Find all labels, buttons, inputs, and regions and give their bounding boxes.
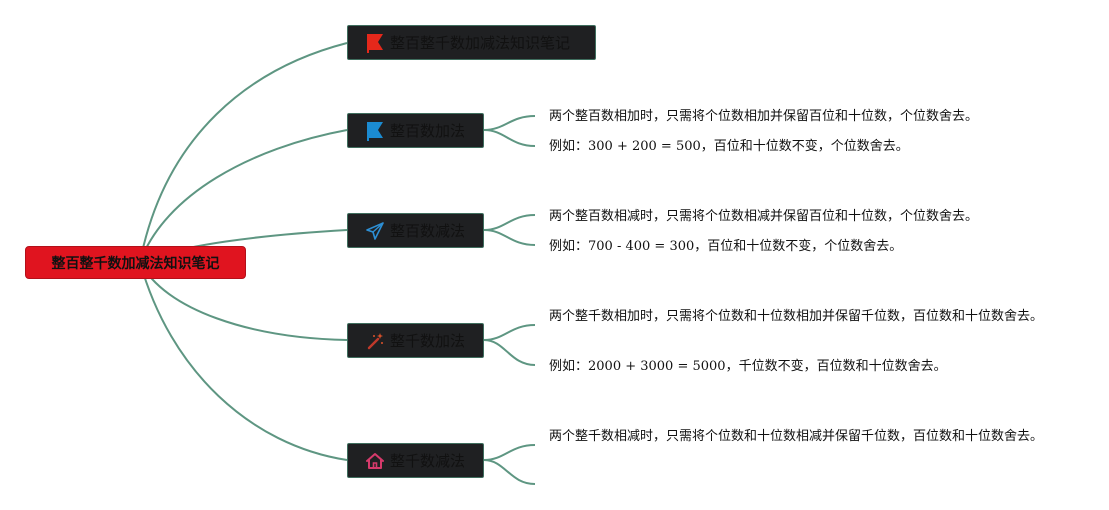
magic-wand-icon	[364, 330, 386, 352]
blue-flag-icon	[364, 120, 386, 142]
topic-label: 整千数减法	[390, 452, 466, 470]
topic-subtraction-thousands[interactable]: 整千数减法	[347, 443, 484, 478]
topic-title-node[interactable]: 整百整千数加减法知识笔记	[347, 25, 596, 60]
connector-root-topic-4	[139, 261, 348, 341]
note-addition-hundreds-rule: 两个整百数相加时，只需将个位数相加并保留百位和十位数，个位数舍去。	[549, 109, 979, 124]
connector-topic-3-note-2	[483, 229, 536, 246]
connector-root-topic-5	[139, 261, 348, 461]
house-icon	[364, 450, 386, 472]
connector-topic-5-note-2	[483, 459, 536, 485]
root-node[interactable]: 整百整千数加减法知识笔记	[25, 246, 246, 279]
topic-addition-hundreds[interactable]: 整百数加法	[347, 113, 484, 148]
topic-subtraction-hundreds[interactable]: 整百数减法	[347, 213, 484, 248]
connector-topic-2-note-1	[483, 115, 536, 131]
topic-label: 整百整千数加减法知识笔记	[390, 34, 571, 52]
connector-root-topic-1	[139, 42, 348, 263]
note-subtraction-hundreds-rule: 两个整百数相减时，只需将个位数相减并保留百位和十位数，个位数舍去。	[549, 209, 979, 224]
note-addition-thousands-rule: 两个整千数相加时，只需将个位数和十位数相加并保留千位数，百位数和十位数舍去。	[549, 309, 1044, 324]
paper-plane-icon	[364, 220, 386, 242]
connector-topic-3-note-1	[483, 214, 536, 231]
connector-topic-2-note-2	[483, 129, 536, 147]
note-addition-hundreds-example: 例如：300 + 200 = 500，百位和十位数不变，个位数舍去。	[549, 139, 909, 154]
connector-topic-4-note-2	[483, 339, 536, 366]
root-label: 整百整千数加减法知识笔记	[51, 255, 220, 272]
note-subtraction-hundreds-example: 例如：700 - 400 = 300，百位和十位数不变，个位数舍去。	[549, 239, 903, 254]
connector-topic-4-note-1	[483, 324, 536, 341]
topic-addition-thousands[interactable]: 整千数加法	[347, 323, 484, 358]
topic-label: 整百数加法	[390, 122, 466, 140]
connector-root-topic-2	[139, 129, 348, 263]
note-subtraction-thousands-rule: 两个整千数相减时，只需将个位数和十位数相减并保留千位数，百位数和十位数舍去。	[549, 429, 1044, 444]
connector-topic-5-note-1	[483, 444, 536, 461]
topic-label: 整百数减法	[390, 222, 466, 240]
red-flag-icon	[364, 32, 386, 54]
topic-label: 整千数加法	[390, 332, 466, 350]
note-addition-thousands-example: 例如：2000 + 3000 = 5000，千位数不变，百位数和十位数舍去。	[549, 359, 947, 374]
